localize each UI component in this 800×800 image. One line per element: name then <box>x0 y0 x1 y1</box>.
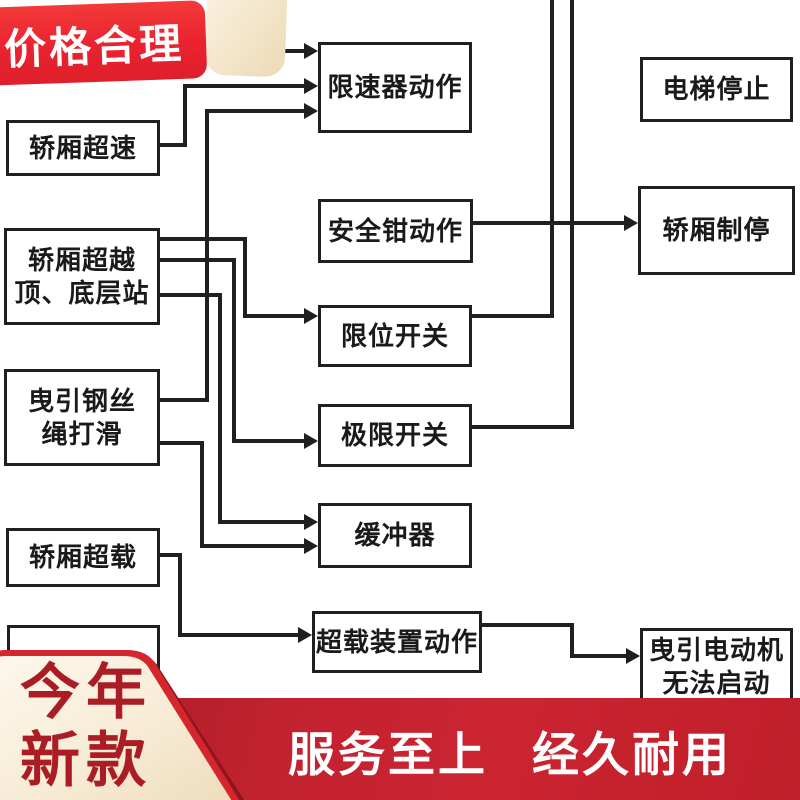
flow-box-label: 轿厢超越 <box>27 244 136 275</box>
new-model-badge-line2: 新款 <box>20 727 152 794</box>
flow-box-label: 极限开关 <box>340 420 449 450</box>
flow-box-rope-slip: 曳引钢丝 绳打滑 <box>4 369 160 466</box>
arrowhead <box>626 648 640 664</box>
connector-line <box>200 441 204 548</box>
connector-line <box>183 84 187 147</box>
connector-line <box>178 553 182 637</box>
connector-line <box>232 258 236 443</box>
flow-box-car-overload: 轿厢超载 <box>6 528 160 587</box>
flow-box-limit-switch: 限位开关 <box>318 305 472 367</box>
connector-line <box>472 425 574 429</box>
connector-line <box>472 314 554 318</box>
arrowhead <box>304 43 318 59</box>
arrowhead <box>298 627 312 643</box>
connector-line <box>205 109 308 113</box>
arrowhead <box>304 433 318 449</box>
flow-box-label: 轿厢超载 <box>28 542 137 572</box>
new-model-badge-line1: 今年 <box>20 659 152 726</box>
arrowhead <box>304 538 318 554</box>
banner-phrase-durable: 经久耐用 <box>532 728 732 781</box>
connector-line <box>218 293 222 524</box>
flow-box-label: 限速器动作 <box>327 72 463 102</box>
bottom-banner-text: 服务至上 经久耐用 <box>288 716 732 785</box>
flow-box-label: 安全钳动作 <box>327 215 463 246</box>
connector-line <box>218 520 308 524</box>
flow-box-elevator-stop: 电梯停止 <box>640 57 793 122</box>
connector-line <box>178 633 302 637</box>
connector-line <box>160 293 222 297</box>
new-model-badge-shape <box>0 650 245 800</box>
arrowhead <box>304 78 318 94</box>
connector-line <box>550 0 554 318</box>
connector-line <box>183 84 308 88</box>
arrowhead <box>304 514 318 530</box>
connector-line <box>232 439 308 443</box>
connector-line <box>160 258 236 262</box>
flow-box-car-overtravel: 轿厢超越 顶、底层站 <box>4 228 160 325</box>
connector-line <box>160 441 204 445</box>
flow-box-safety-gear-action: 安全钳动作 <box>318 199 473 263</box>
flow-box-car-overspeed: 轿厢超速 <box>6 120 160 176</box>
flow-box-label: 曳引电动机 <box>648 635 784 665</box>
flow-box-label: 曳引钢丝 <box>27 385 136 416</box>
connector-line <box>200 544 308 548</box>
flow-box-motor-cannot-start: 曳引电动机 无法启动 <box>640 628 793 706</box>
price-badge-label: 价格合理 <box>3 19 185 73</box>
flow-box-label: 顶、底层站 <box>14 277 150 308</box>
connector-line <box>570 654 630 658</box>
flow-box-final-limit-switch: 极限开关 <box>318 404 472 467</box>
flow-box-car-braking-stop: 轿厢制停 <box>638 186 795 275</box>
connector-line <box>160 237 247 241</box>
connector-line <box>243 314 308 318</box>
cream-ribbon-shape <box>204 0 288 78</box>
connector-line <box>160 143 187 147</box>
flow-box-overload-device-action: 超载装置动作 <box>312 611 482 673</box>
flow-box-label: 轿厢超速 <box>28 132 137 163</box>
flow-box-label: 绳打滑 <box>41 418 123 449</box>
price-badge: 价格合理 <box>0 0 208 86</box>
connector-line <box>570 623 574 658</box>
connector-line <box>570 0 574 429</box>
connector-line <box>160 553 182 557</box>
flow-box-label: 无法启动 <box>662 668 771 698</box>
arrowhead <box>624 215 638 231</box>
connector-line <box>160 398 209 402</box>
flow-box-buffer: 缓冲器 <box>318 503 472 568</box>
arrowhead <box>304 103 318 119</box>
flow-box-label: 超载装置动作 <box>315 626 478 657</box>
flow-box-label: 电梯停止 <box>662 74 771 104</box>
flow-box-label: 轿厢制停 <box>662 215 771 245</box>
flow-box-governor-action: 限速器动作 <box>318 42 472 133</box>
banner-phrase-service: 服务至上 <box>288 728 488 781</box>
arrowhead <box>304 308 318 324</box>
connector-line <box>243 237 247 318</box>
connector-line <box>205 109 209 402</box>
flow-box-label: 缓冲器 <box>354 520 436 550</box>
new-model-badge: 今年 新款 <box>0 648 248 800</box>
connector-line <box>482 623 574 627</box>
flow-box-label: 限位开关 <box>340 320 449 351</box>
